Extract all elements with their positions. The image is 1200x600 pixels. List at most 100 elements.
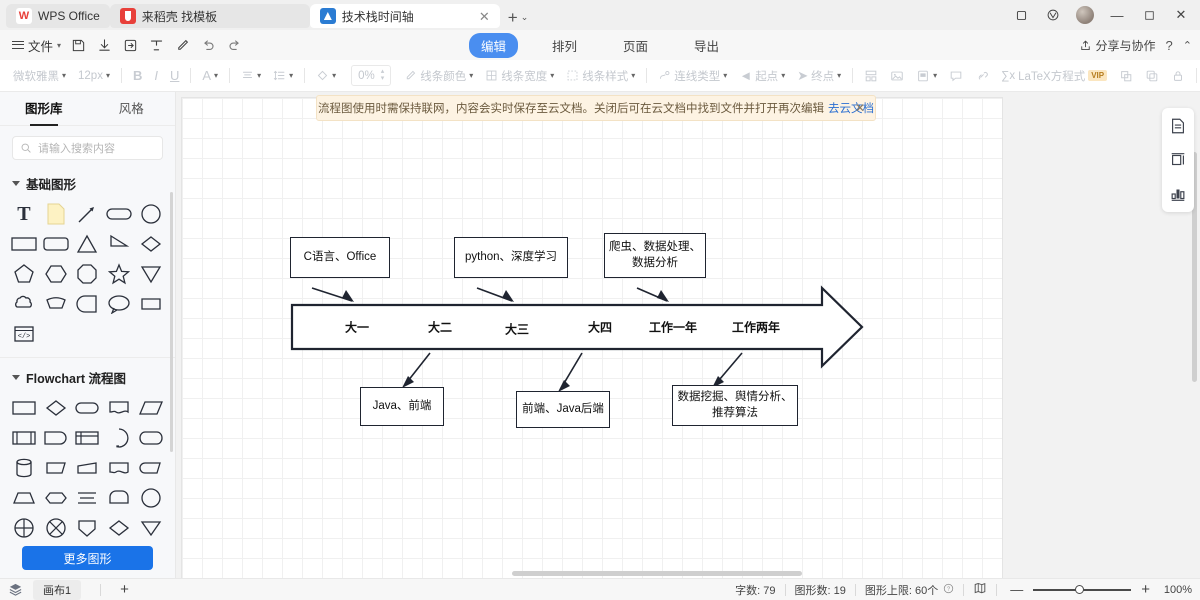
maximize-window-button[interactable] [1134,2,1164,28]
collapse-ribbon-icon[interactable]: ⌃ [1182,39,1192,52]
shape-cloud[interactable] [8,289,40,319]
tab-docer-template[interactable]: 来稻壳 找模板 [109,4,310,28]
shape-triangle[interactable] [72,229,104,259]
comment-button[interactable] [944,64,968,88]
app-center-icon[interactable] [1038,2,1068,28]
tab-tech-stack-timeline[interactable]: 技术栈时间轴 ✕ [309,4,500,28]
timeline-label-3[interactable]: 大四 [587,320,613,335]
connector-type-button[interactable]: 连线类型▾ [653,64,732,88]
end-point-button[interactable]: ➤ 终点▾ [797,67,842,83]
timeline-label-2[interactable]: 大三 [504,322,530,337]
shape-card[interactable] [135,289,167,319]
note-button[interactable]: ▾ [911,64,942,88]
save-icon[interactable] [65,33,91,57]
timeline-label-0[interactable]: 大一 [344,320,370,335]
shape-note[interactable] [40,199,72,229]
shape-parallelogram[interactable] [135,393,167,423]
canvas-tab[interactable]: 画布1 [33,579,82,600]
font-color-button[interactable]: A▾ [202,68,219,83]
section-header-flowchart[interactable]: Flowchart 流程图 [0,358,175,393]
minimize-window-button[interactable]: — [1110,7,1124,23]
line-spacing-button[interactable]: ▾ [268,64,298,88]
shape-capsule-top[interactable] [103,483,135,513]
shape-multi-document[interactable] [103,453,135,483]
search-input[interactable]: 请输入搜索内容 [12,136,163,160]
shape-connector-circle[interactable] [103,423,135,453]
insert-image-button[interactable] [885,64,909,88]
shape-stored-data[interactable] [135,453,167,483]
new-tab-button[interactable]: + ⌄ [508,9,528,26]
avatar[interactable] [1070,2,1100,28]
timeline-label-5[interactable]: 工作两年 [731,320,781,335]
latex-equation-button[interactable]: ∑x LaTeX方程式 VIP [996,64,1112,88]
top-box-0[interactable]: C语言、Office [290,237,390,278]
top-box-1[interactable]: python、深度学习 [454,237,568,278]
shape-manual-operation[interactable] [40,453,72,483]
shape-pentagon[interactable] [8,259,40,289]
top-box-2[interactable]: 爬虫、数据处理、 数据分析 [604,233,706,278]
bottom-box-2[interactable]: 数据挖掘、舆情分析、 推荐算法 [672,385,798,426]
font-size-select[interactable]: 12px▾ [78,69,110,82]
tab-export[interactable]: 导出 [694,39,720,54]
shape-trapezoid-curve[interactable] [40,289,72,319]
help-icon[interactable]: ? [1165,37,1173,53]
bottom-box-1[interactable]: 前端、Java后端 [516,391,610,428]
text-align-button[interactable]: ▾ [236,64,266,88]
tab-shape-library[interactable]: 图形库 [0,92,88,126]
shape-annotation-left[interactable] [40,543,72,544]
shape-limit-help-icon[interactable]: ? [943,583,954,597]
font-name-select[interactable]: 微软雅黑▾ [8,64,71,88]
bold-button[interactable]: B [132,68,143,83]
shape-rounded-rect[interactable] [103,199,135,229]
canvas-page[interactable]: 大一 大二 大三 大四 工作一年 工作两年 C语言、Office python、… [182,98,1002,578]
line-width-button[interactable]: 线条宽度▾ [480,64,559,88]
italic-button[interactable]: I [154,68,158,83]
shape-diamond-small[interactable] [103,513,135,543]
shape-or-junction[interactable] [40,513,72,543]
insert-link-button[interactable] [970,64,994,88]
shape-predefined-process[interactable] [8,423,40,453]
redo-icon[interactable] [221,33,247,57]
line-color-button[interactable]: 线条颜色▾ [399,64,478,88]
shape-merge[interactable] [135,513,167,543]
layers-icon[interactable] [8,582,23,597]
zoom-in-button[interactable]: + [1141,581,1150,598]
shape-rounded-rect-2[interactable] [40,229,72,259]
tab-page[interactable]: 页面 [623,39,649,54]
bottom-box-0[interactable]: Java、前端 [360,387,444,426]
pen-icon[interactable] [169,33,195,57]
tab-arrange[interactable]: 排列 [551,39,577,54]
underline-button[interactable]: U [169,68,180,83]
shape-octagon[interactable] [72,259,104,289]
format-painter-icon[interactable] [143,33,169,57]
shape-star[interactable] [103,259,135,289]
page-settings-icon[interactable] [1166,114,1190,138]
group-button[interactable] [1114,64,1138,88]
shape-summing-junction[interactable] [8,513,40,543]
shape-circle-flow[interactable] [135,483,167,513]
canvas-horizontal-scrollbar[interactable] [512,571,802,576]
timeline-label-1[interactable]: 大二 [427,320,453,335]
shape-terminator[interactable] [72,393,104,423]
shape-right-triangle[interactable] [103,229,135,259]
go-to-cloud-doc-link[interactable]: 去云文档 [828,103,874,115]
shape-hexagon-flow[interactable] [40,483,72,513]
shape-extract[interactable] [72,513,104,543]
shape-annotation-brace[interactable] [72,543,104,544]
shape-text[interactable]: T [17,202,31,225]
zoom-slider-knob[interactable] [1075,585,1085,594]
shape-trapezoid[interactable] [8,483,40,513]
shape-direct-access[interactable] [135,423,167,453]
shape-annotation-bracket[interactable] [103,543,135,544]
undo-icon[interactable] [195,33,221,57]
section-header-basic-shapes[interactable]: 基础图形 [0,164,175,199]
shape-internal-storage[interactable] [72,423,104,453]
shape-panel-scrollbar[interactable] [170,192,173,452]
shape-document[interactable] [103,393,135,423]
shape-annotation-right[interactable] [8,543,40,544]
tab-wps-office[interactable]: W WPS Office [6,4,110,28]
tab-style[interactable]: 风格 [118,101,144,116]
copy-style-button[interactable] [1140,64,1164,88]
canvas-area[interactable]: 大一 大二 大三 大四 工作一年 工作两年 C语言、Office python、… [176,92,1200,578]
shape-decision[interactable] [40,393,72,423]
